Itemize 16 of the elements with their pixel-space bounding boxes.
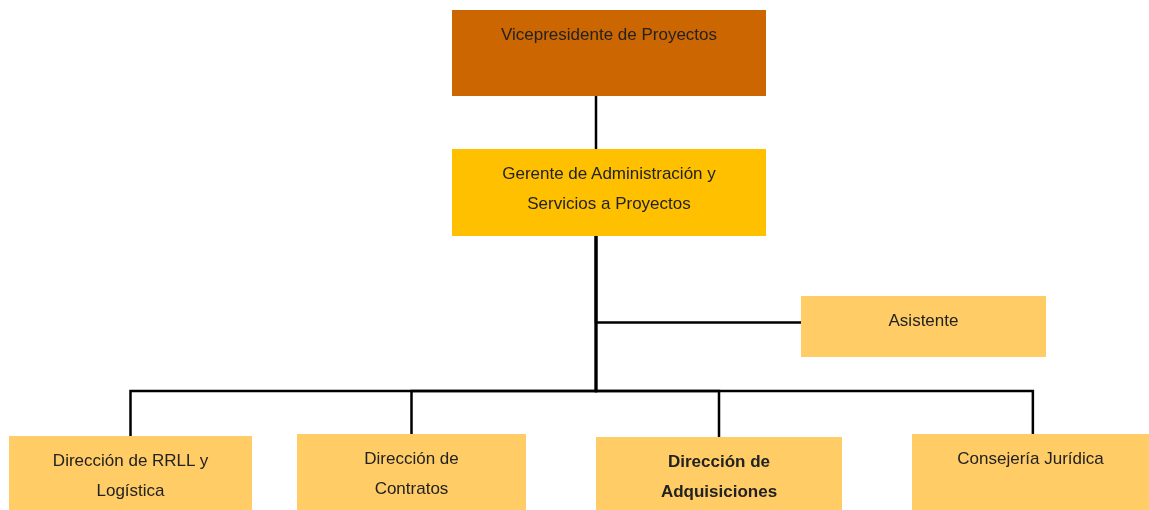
org-box (912, 434, 1149, 510)
role-title: Dirección de RRLL y Logística (51, 450, 210, 502)
role-title: Consejería Jurídica (957, 448, 1104, 470)
org-box (452, 149, 766, 236)
org-box (801, 296, 1046, 357)
role-title: Asistente (888, 310, 959, 332)
org-box (9, 436, 252, 510)
role-title: Vicepresidente de Proyectos (500, 24, 718, 46)
org-box (297, 434, 526, 510)
connector-line (594, 236, 1035, 434)
connector-line (594, 96, 598, 149)
role-title: Dirección de Contratos (363, 448, 460, 500)
org-box (596, 437, 842, 510)
role-title: Gerente de Administración y Servicios a Proyectos (501, 163, 717, 215)
role-title: Dirección de Adquisiciones (659, 451, 779, 503)
org-box (452, 10, 766, 96)
